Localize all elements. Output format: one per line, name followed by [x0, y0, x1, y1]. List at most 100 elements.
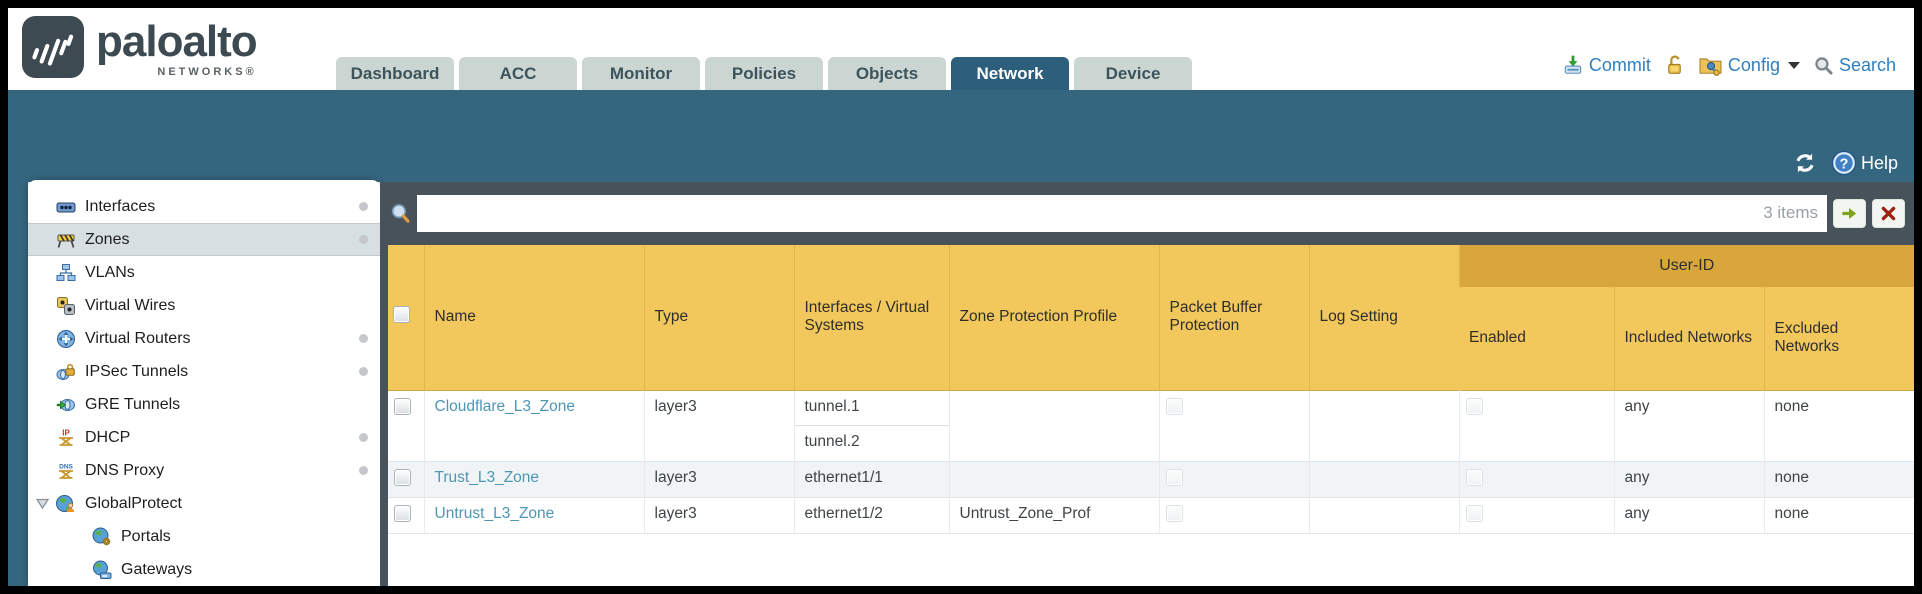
status-dot [359, 466, 368, 475]
packet-buffer-protection-cell [1158, 461, 1309, 498]
tab-device[interactable]: Device [1074, 57, 1192, 90]
zone-protection-profile-cell [948, 390, 1159, 462]
sidebar-item-globalprotect[interactable]: GlobalProtect [28, 487, 380, 520]
config-label: Config [1727, 54, 1780, 75]
dns-proxy-icon: DNS [56, 461, 76, 481]
search-icon [1815, 56, 1833, 75]
row-checkbox[interactable] [394, 397, 411, 415]
zone-interfaces-cell: ethernet1/2 [793, 497, 949, 534]
column-header-type[interactable]: Type [643, 245, 794, 390]
left-margin [8, 182, 28, 586]
row-checkbox[interactable] [394, 504, 411, 522]
filter-input[interactable] [417, 195, 1827, 232]
zone-name-link[interactable]: Trust_L3_Zone [434, 468, 540, 486]
tab-objects[interactable]: Objects [828, 57, 946, 90]
svg-text:?: ? [1840, 156, 1849, 172]
tab-monitor[interactable]: Monitor [582, 57, 700, 90]
zone-type-cell: layer3 [643, 390, 794, 462]
tab-acc[interactable]: ACC [459, 57, 577, 90]
status-dot [359, 202, 368, 211]
user-id-enabled-checkbox[interactable] [1465, 504, 1483, 522]
log-setting-cell [1308, 461, 1459, 498]
filter-search-icon [391, 204, 410, 223]
user-id-enabled-checkbox[interactable] [1465, 397, 1483, 415]
sidebar-item-label: DHCP [85, 428, 131, 446]
sidebar-item-virtual-routers[interactable]: Virtual Routers [28, 322, 380, 355]
excluded-networks-cell: none [1763, 390, 1914, 462]
sidebar-item-label: Gateways [121, 560, 193, 578]
apply-filter-button[interactable] [1833, 199, 1866, 228]
filter-toolbar: 3 items [388, 182, 1914, 245]
sidebar-item-virtual-wires[interactable]: Virtual Wires [28, 289, 380, 322]
sidebar-item-dhcp[interactable]: IP DHCP [28, 421, 380, 454]
sidebar-item-interfaces[interactable]: Interfaces [28, 190, 380, 223]
packet-buffer-checkbox[interactable] [1165, 468, 1183, 486]
clear-filter-button[interactable] [1872, 199, 1905, 228]
tab-network[interactable]: Network [951, 57, 1069, 90]
zone-name-link[interactable]: Untrust_L3_Zone [434, 504, 555, 522]
log-setting-cell [1308, 390, 1459, 462]
sidebar-item-vlans[interactable]: VLANs [28, 256, 380, 289]
utility-bar: Commit Config [1562, 54, 1896, 76]
expander-triangle-icon[interactable] [35, 496, 50, 511]
lock-button[interactable] [1664, 55, 1685, 76]
green-arrow-icon [1842, 207, 1857, 220]
zone-interfaces-cell: ethernet1/1 [793, 461, 949, 498]
interface-entry: ethernet1/2 [804, 504, 883, 522]
user-id-enabled-cell [1458, 390, 1614, 462]
config-menu-button[interactable]: Config [1698, 54, 1800, 76]
column-header-log_setting[interactable]: Log Setting [1308, 245, 1459, 390]
packet-buffer-checkbox[interactable] [1165, 504, 1183, 522]
zone-type-cell: layer3 [643, 461, 794, 498]
zone-protection-profile-cell [948, 461, 1159, 498]
column-header-included_networks[interactable]: Included Networks [1613, 287, 1764, 390]
sidebar-item-ipsec-tunnels[interactable]: IPSec Tunnels [28, 355, 380, 388]
column-header-zone_protection_profile[interactable]: Zone Protection Profile [948, 245, 1159, 390]
row-checkbox[interactable] [394, 468, 411, 486]
column-header-enabled[interactable]: Enabled [1459, 287, 1614, 390]
tab-dashboard[interactable]: Dashboard [336, 57, 454, 90]
portals-icon [92, 527, 112, 547]
column-header-excluded_networks[interactable]: Excluded Networks [1763, 287, 1914, 390]
sidebar-item-gateways[interactable]: Gateways [28, 553, 380, 586]
sidebar-item-portals[interactable]: Portals [28, 520, 380, 553]
sidebar-item-label: GRE Tunnels [85, 395, 181, 413]
column-header-name[interactable]: Name [423, 245, 644, 390]
help-button[interactable]: ? Help [1831, 150, 1898, 176]
included-networks-cell: any [1613, 390, 1764, 462]
sidebar-item-label: Virtual Wires [85, 296, 176, 314]
refresh-button[interactable] [1793, 151, 1817, 175]
sidebar-item-zones[interactable]: Zones [28, 223, 380, 256]
packet-buffer-checkbox[interactable] [1165, 397, 1183, 415]
interface-entry: tunnel.1 [794, 391, 949, 426]
interface-entry: tunnel.2 [804, 432, 860, 450]
zone-name-link[interactable]: Cloudflare_L3_Zone [434, 397, 575, 415]
tab-policies[interactable]: Policies [705, 57, 823, 90]
select-all-header[interactable] [388, 245, 424, 390]
refresh-icon [1796, 153, 1814, 173]
status-dot [359, 235, 368, 244]
column-header-packet_buffer_protection[interactable]: Packet Buffer Protection [1158, 245, 1309, 390]
column-header-interfaces[interactable]: Interfaces / Virtual Systems [793, 245, 949, 390]
sidebar-item-label: IPSec Tunnels [85, 362, 189, 380]
dhcp-icon: IP [56, 428, 76, 448]
row-select-cell [388, 497, 424, 534]
excluded-networks-cell: none [1763, 461, 1914, 498]
svg-text:DNS: DNS [59, 463, 73, 470]
red-x-icon [1881, 206, 1896, 221]
commit-icon [1564, 55, 1582, 74]
select-all-checkbox[interactable] [393, 306, 410, 324]
user-id-enabled-checkbox[interactable] [1465, 468, 1483, 486]
brand-sub: NETWORKS® [157, 66, 257, 78]
paloalto-logo: paloalto NETWORKS® [22, 16, 258, 78]
global-search-button[interactable]: Search [1813, 55, 1896, 76]
commit-button[interactable]: Commit [1562, 54, 1651, 76]
sidebar-item-gre-tunnels[interactable]: GRE Tunnels [28, 388, 380, 421]
virtual-routers-icon [56, 329, 76, 349]
